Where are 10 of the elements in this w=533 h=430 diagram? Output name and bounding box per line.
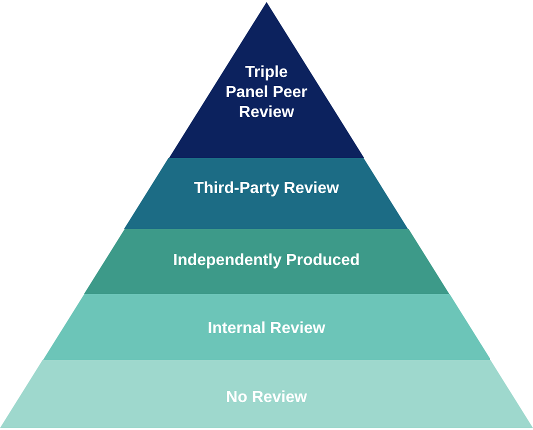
tier-label: Third-Party Review [194, 179, 339, 199]
pyramid-tier [0, 360, 533, 428]
pyramid-tier [124, 158, 408, 229]
tier-label: Internal Review [208, 319, 326, 339]
pyramid-tier [168, 2, 364, 158]
tier-label: Triple Panel Peer Review [224, 63, 308, 123]
tier-label: Independently Produced [173, 251, 360, 271]
pyramid-tier [84, 229, 450, 294]
tier-label: No Review [226, 388, 307, 408]
pyramid-tier [42, 294, 490, 360]
